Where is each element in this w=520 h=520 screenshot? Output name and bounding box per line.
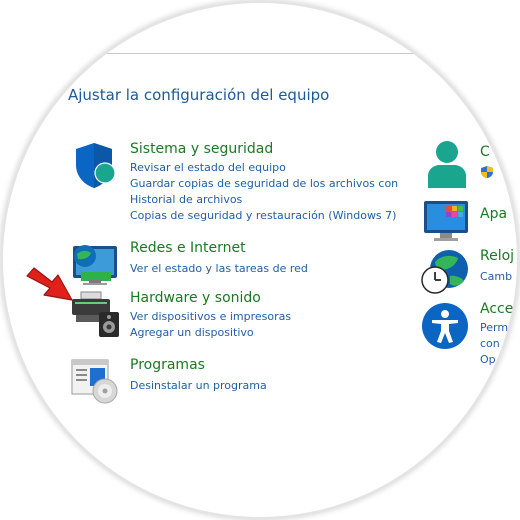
link-clock-change[interactable]: Camb: [480, 270, 513, 283]
category-title-user-accounts[interactable]: C: [480, 144, 490, 160]
link-access-3[interactable]: Op: [480, 353, 496, 366]
category-title-hardware[interactable]: Hardware y sonido: [130, 290, 261, 306]
link-backup-restore[interactable]: Copias de seguridad y restauración (Wind…: [130, 209, 397, 222]
page-heading: Ajustar la configuración del equipo: [68, 86, 330, 104]
programs-disc-icon[interactable]: [69, 357, 121, 405]
link-uninstall-program[interactable]: Desinstalar un programa: [130, 379, 267, 392]
link-network-status[interactable]: Ver el estado y las tareas de red: [130, 262, 308, 275]
printer-speaker-icon[interactable]: [69, 290, 121, 338]
link-review-status[interactable]: Revisar el estado del equipo: [130, 161, 286, 174]
red-arrow-icon: [26, 267, 73, 301]
link-file-history[interactable]: Historial de archivos: [130, 193, 243, 206]
link-access-1[interactable]: Perm: [480, 321, 509, 334]
category-title-accessibility[interactable]: Acce: [480, 301, 514, 317]
link-access-2[interactable]: con: [480, 337, 500, 350]
link-add-device[interactable]: Agregar un dispositivo: [130, 326, 254, 339]
category-title-appearance[interactable]: Apa: [480, 206, 508, 222]
link-devices-printers[interactable]: Ver dispositivos e impresoras: [130, 310, 292, 323]
category-title-system-security[interactable]: Sistema y seguridad: [130, 141, 274, 157]
clock-globe-icon[interactable]: [420, 248, 470, 298]
uac-shield-icon: [481, 166, 493, 178]
category-title-programs[interactable]: Programas: [130, 357, 205, 373]
category-title-network[interactable]: Redes e Internet: [130, 240, 246, 256]
divider: [3, 53, 517, 54]
user-accounts-icon[interactable]: [420, 138, 470, 188]
accessibility-icon[interactable]: [420, 301, 470, 351]
zoom-circle: Ajustar la configuración del equipo Sist…: [3, 3, 517, 517]
category-title-clock[interactable]: Reloj: [480, 248, 515, 264]
shield-icon[interactable]: [69, 141, 121, 189]
link-backup-files[interactable]: Guardar copias de seguridad de los archi…: [130, 177, 399, 190]
appearance-monitor-icon[interactable]: [420, 197, 470, 247]
network-globe-icon[interactable]: [69, 240, 121, 288]
